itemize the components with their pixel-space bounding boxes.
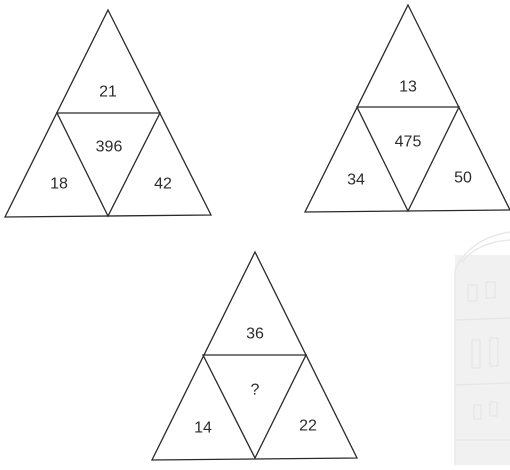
- triangle-inner-lines: [203, 355, 306, 458]
- triangle-outline: [152, 252, 357, 460]
- center-cell-value: 475: [395, 134, 422, 151]
- puzzle-triangle-3: 36 ? 14 22: [152, 252, 357, 460]
- top-cell-value: 21: [99, 84, 117, 101]
- left-cell-value: 14: [194, 420, 212, 437]
- puzzle-triangle-1: 21 396 18 42: [5, 10, 211, 217]
- right-cell-value: 50: [454, 170, 472, 187]
- top-cell-value: 36: [246, 326, 264, 343]
- right-cell-value: 42: [154, 176, 172, 193]
- center-cell-value: 396: [96, 139, 123, 156]
- triangle-inner-lines: [357, 107, 459, 211]
- top-cell-value: 13: [399, 79, 417, 96]
- triangle-inner-lines: [57, 113, 160, 216]
- right-cell-value: 22: [299, 418, 317, 435]
- triangle-outline: [305, 5, 510, 212]
- left-cell-value: 18: [50, 176, 68, 193]
- center-cell-value: ?: [251, 382, 260, 399]
- puzzle-triangle-2: 13 475 34 50: [305, 5, 510, 212]
- left-cell-value: 34: [347, 172, 365, 189]
- tower-watermark-icon: [455, 232, 510, 465]
